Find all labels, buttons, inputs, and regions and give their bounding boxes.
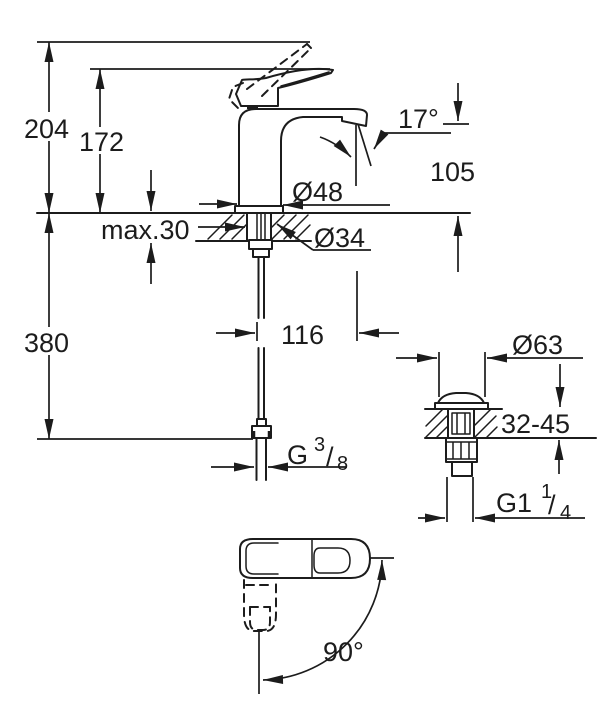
dimension-angle-17: 17° (319, 104, 451, 186)
drain-cap (437, 392, 485, 404)
label-body-diameter: Ø48 (292, 177, 343, 207)
dimension-max30: max.30 (101, 170, 245, 284)
label-drain-thread-g: G1 (496, 488, 532, 518)
dimension-116: 116 (216, 271, 399, 350)
dimension-dia48: Ø48 (199, 177, 390, 210)
dimension-dia34: Ø34 (276, 223, 371, 253)
label-max-deck-thickness: max.30 (101, 215, 190, 245)
dimension-204: 204 (20, 41, 310, 213)
label-handle-rotation-angle: 90° (323, 637, 364, 667)
deck-hatch-right (271, 214, 311, 240)
handle-top-view (239, 538, 371, 632)
label-supply-length: 380 (24, 328, 69, 358)
label-spout-angle: 17° (398, 104, 439, 134)
label-drain-thread-numerator: 1 (541, 481, 552, 503)
label-overall-height: 204 (24, 114, 69, 144)
dimension-380: 380 (20, 213, 253, 440)
supply-pipe (251, 256, 272, 481)
dimension-105: 105 (430, 83, 475, 272)
label-hole-diameter: Ø34 (314, 223, 365, 253)
label-supply-thread-g: G (287, 440, 308, 470)
faucet-handle-raised-dashed (228, 43, 312, 109)
label-spout-reach: 116 (281, 320, 324, 350)
faucet-body-spout (238, 108, 368, 207)
drain-hatch-right (474, 408, 498, 438)
label-supply-thread-numerator: 3 (314, 434, 325, 456)
faucet-front-view (228, 43, 368, 258)
dimension-g38: G 3 / 8 (211, 434, 348, 475)
dimension-angle-90: 90° (258, 557, 394, 694)
dimension-172: 172 (75, 68, 330, 213)
label-drain-thread-denominator: 4 (560, 502, 571, 524)
drain-flange (434, 402, 489, 410)
dimension-dia63: Ø63 (396, 330, 583, 397)
dimension-g114: G1 1 / 4 (418, 477, 585, 524)
drain-tailpiece (451, 461, 473, 477)
label-drain-deck-thickness-range: 32-45 (501, 409, 570, 439)
label-drain-flange-diameter: Ø63 (512, 330, 563, 360)
handle-rotated-dashed (243, 579, 277, 632)
label-spout-outlet-height: 105 (430, 157, 475, 187)
label-supply-thread-denominator: 8 (337, 453, 348, 475)
drain-fraction-slash: / (548, 490, 556, 520)
dimension-32-45: 32-45 (501, 364, 570, 474)
supply-fraction-slash: / (326, 442, 334, 472)
drain-hatch-left (425, 408, 448, 438)
faucet-base-plate (234, 205, 284, 214)
faucet-shank (246, 212, 273, 258)
label-handle-height: 172 (79, 127, 124, 157)
drain-assembly (424, 392, 597, 477)
